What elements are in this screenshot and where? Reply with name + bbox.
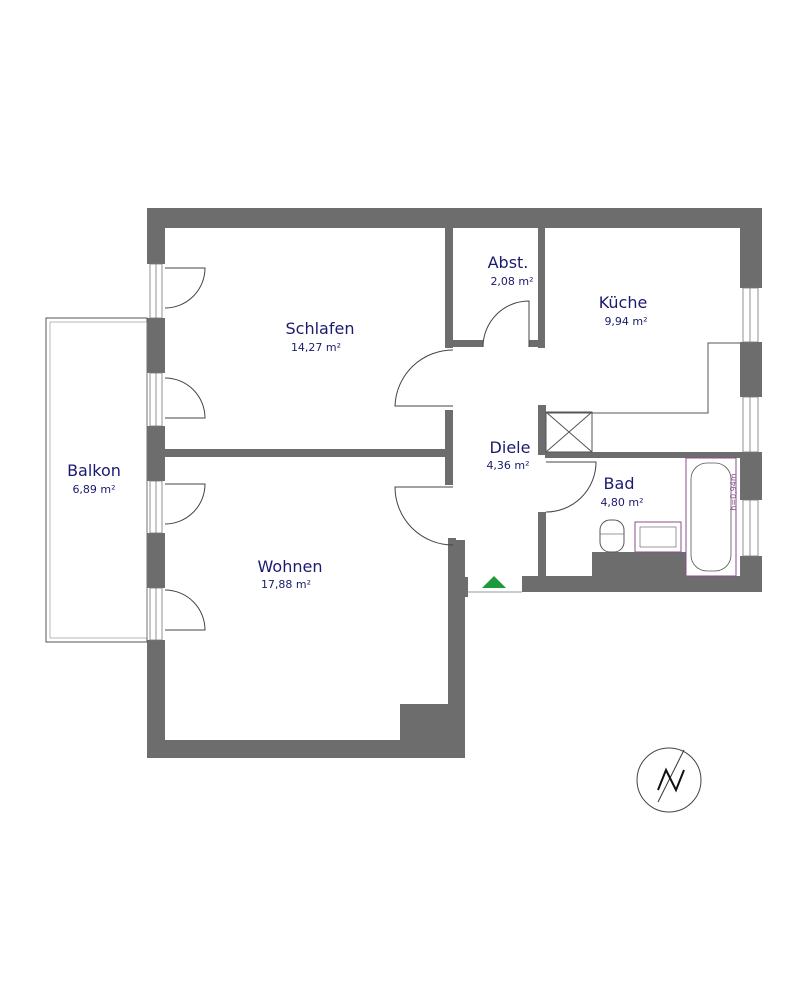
room-area-schlafen: 14,27 m² <box>291 341 341 354</box>
room-name-abst: Abst. <box>488 253 529 272</box>
room-name-bad: Bad <box>604 474 635 493</box>
walls <box>147 208 762 758</box>
north-arrow-icon <box>636 747 702 813</box>
interior-lines <box>465 342 740 593</box>
bathtub <box>685 457 737 577</box>
room-name-balkon: Balkon <box>67 461 121 480</box>
room-name-diele: Diele <box>490 438 531 457</box>
room-area-balkon: 6,89 m² <box>72 483 115 496</box>
doors <box>164 267 597 631</box>
room-area-bad: 4,80 m² <box>600 496 643 509</box>
room-name-wohnen: Wohnen <box>258 557 323 576</box>
room-area-wohnen: 17,88 m² <box>261 578 311 591</box>
entrance-triangle-icon <box>482 576 506 588</box>
balcony-outline <box>45 317 148 643</box>
bathroom-fixtures <box>599 457 737 577</box>
room-labels: Schlafen 14,27 m² Abst. 2,08 m² Küche 9,… <box>67 253 738 591</box>
toilet <box>599 519 625 553</box>
bathtub-dimension-label: h=0,94m <box>729 473 738 511</box>
room-area-diele: 4,36 m² <box>486 459 529 472</box>
room-area-kueche: 9,94 m² <box>604 315 647 328</box>
room-area-abst: 2,08 m² <box>490 275 533 288</box>
windows <box>149 263 759 641</box>
room-name-kueche: Küche <box>599 293 648 312</box>
sink <box>634 521 682 553</box>
room-name-schlafen: Schlafen <box>286 319 355 338</box>
